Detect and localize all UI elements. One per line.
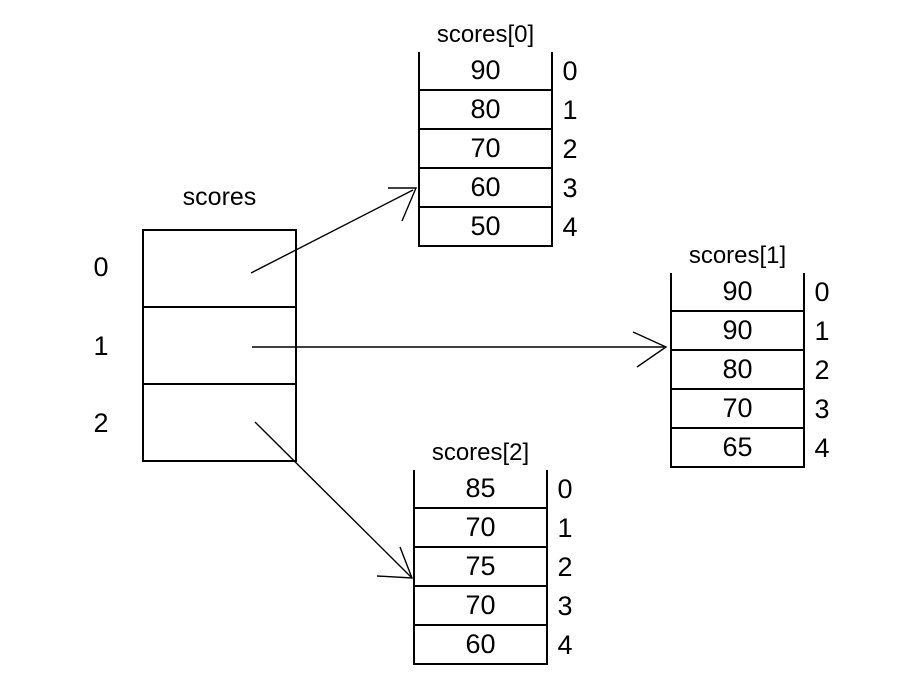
sub-array-scores2: scores[2] 85 0 70 1 75 2 70 3 60 4 [413,439,580,665]
sub-array-scores0-title: scores[0] [436,21,535,48]
scores0-value-2: 70 [418,130,553,169]
scores1-value-4: 65 [670,429,805,468]
scores1-index-3: 3 [814,394,830,424]
table-row: 60 3 [418,169,585,208]
table-row: 60 4 [413,626,580,665]
table-row: 75 2 [413,548,580,587]
scores2-value-3: 70 [413,587,548,626]
sub-array-scores2-title: scores[2] [431,439,530,466]
scores1-index-1: 1 [814,316,830,346]
table-row: 80 2 [670,351,837,390]
sub-array-scores0: scores[0] 90 0 80 1 70 2 60 3 50 4 [418,21,585,247]
table-row: 90 1 [670,312,837,351]
scores2-index-3: 3 [557,591,573,621]
scores1-index-4: 4 [814,433,830,463]
main-array-cell-2 [144,383,295,460]
main-array-index-1: 1 [93,331,109,361]
scores1-value-3: 70 [670,390,805,429]
scores0-index-4: 4 [562,212,578,242]
arrow-to-scores1 [252,331,668,368]
scores2-value-0: 85 [413,470,548,509]
scores2-value-4: 60 [413,626,548,665]
scores2-value-2: 75 [413,548,548,587]
table-row: 70 1 [413,509,580,548]
main-array-index-2: 2 [93,408,109,438]
scores0-value-3: 60 [418,169,553,208]
table-row: 80 1 [418,91,585,130]
scores0-value-4: 50 [418,208,553,247]
table-row: 70 2 [418,130,585,169]
main-array-box [142,229,297,462]
table-row: 65 4 [670,429,837,468]
table-row: 70 3 [413,587,580,626]
scores2-index-1: 1 [557,513,573,543]
scores0-index-2: 2 [562,134,578,164]
scores2-index-4: 4 [557,630,573,660]
table-row: 90 0 [418,52,585,91]
scores0-index-1: 1 [562,95,578,125]
scores2-index-0: 0 [557,474,573,504]
scores1-value-1: 90 [670,312,805,351]
scores1-value-2: 80 [670,351,805,390]
main-array-title: scores [182,183,257,211]
sub-array-scores1-title: scores[1] [688,242,787,269]
scores0-index-0: 0 [562,56,578,86]
main-array-index-0: 0 [93,252,109,282]
main-array-cell-0 [144,231,295,306]
scores0-value-0: 90 [418,52,553,91]
table-row: 85 0 [413,470,580,509]
scores2-index-2: 2 [557,552,573,582]
table-row: 90 0 [670,273,837,312]
scores1-value-0: 90 [670,273,805,312]
scores1-index-2: 2 [814,355,830,385]
main-array-cell-1 [144,306,295,383]
scores0-index-3: 3 [562,173,578,203]
sub-array-scores1: scores[1] 90 0 90 1 80 2 70 3 65 4 [670,242,837,468]
scores2-value-1: 70 [413,509,548,548]
scores0-value-1: 80 [418,91,553,130]
table-row: 70 3 [670,390,837,429]
scores1-index-0: 0 [814,277,830,307]
table-row: 50 4 [418,208,585,247]
